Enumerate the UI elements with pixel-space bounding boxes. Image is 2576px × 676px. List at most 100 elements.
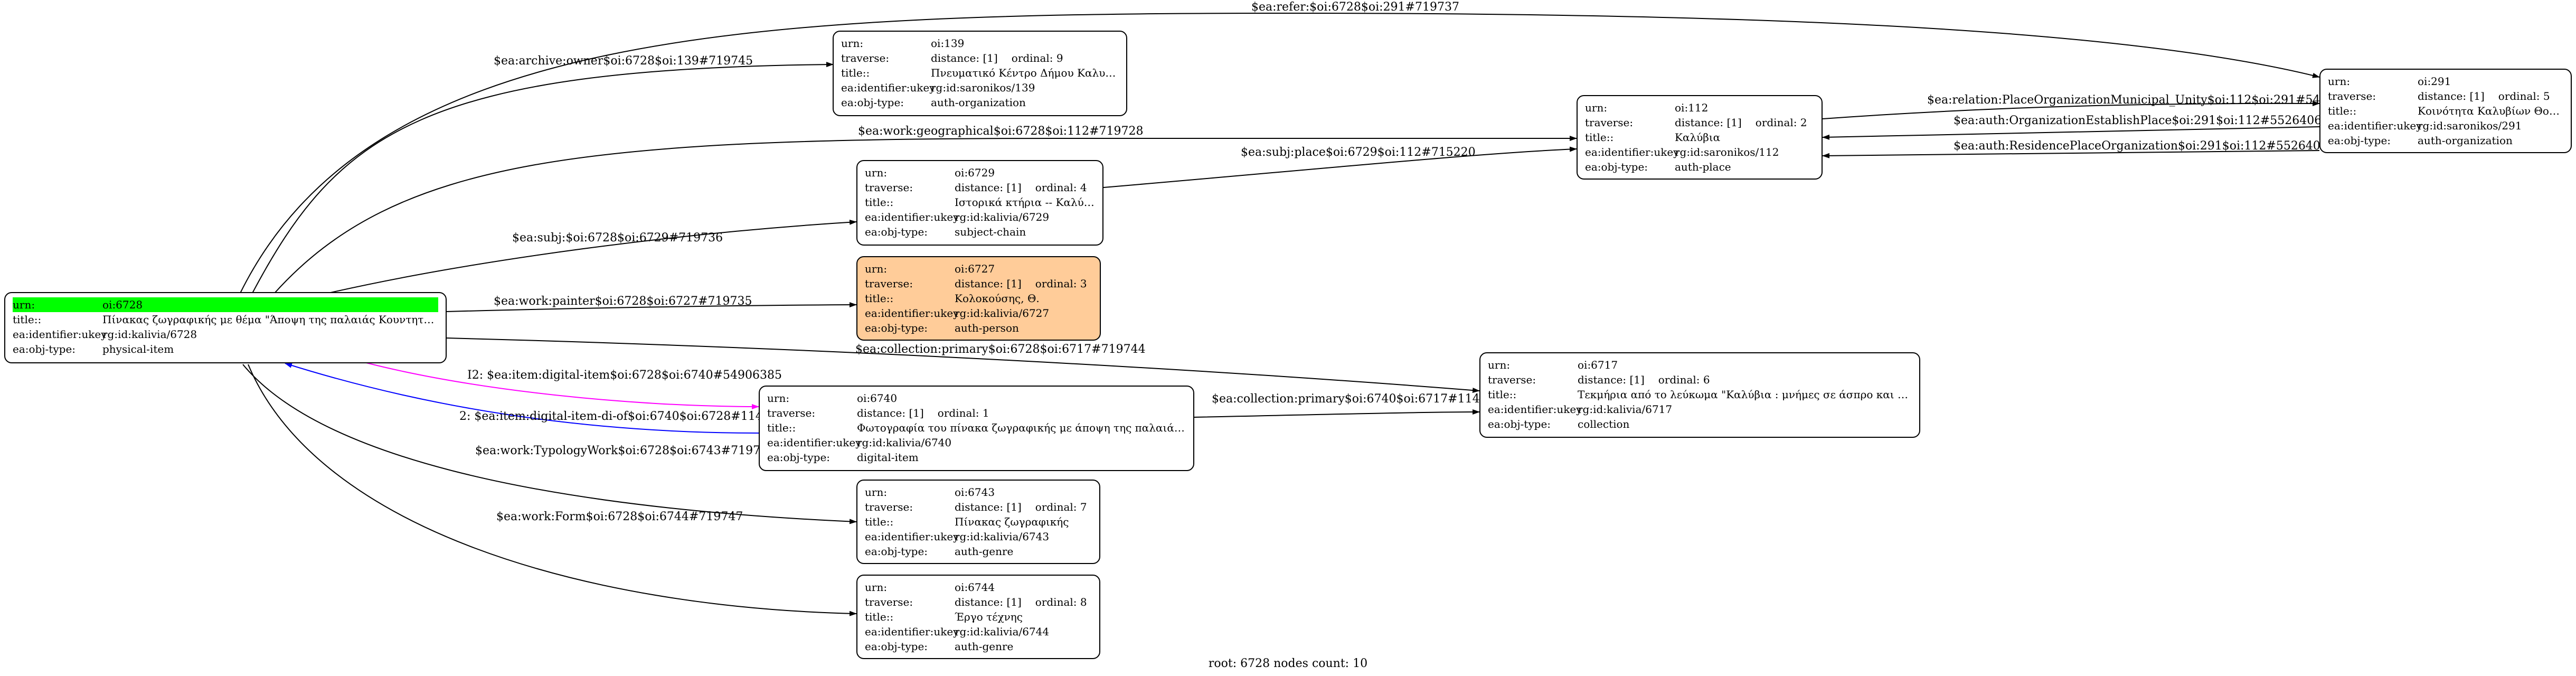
edge-label-work-form: $ea:work:Form$oi:6728$oi:6744#719747 [496, 510, 743, 523]
ukey-key: ea:identifier:ukey [767, 436, 862, 449]
distance-value: distance: [1] [857, 407, 924, 419]
traverse-key: traverse: [865, 181, 913, 194]
type-key: ea:obj-type: [865, 226, 928, 238]
node-6717[interactable]: urn:oi:6717 traverse:distance: [1]ordina… [1479, 352, 1920, 438]
title-key: title:: [865, 515, 894, 528]
edge-collection-primary-6740 [1194, 409, 1480, 418]
title-key: title:: [1585, 131, 1614, 144]
ukey-key: ea:identifier:ukey [2328, 119, 2422, 132]
ukey-value: rg:id:kalivia/6729 [955, 211, 1050, 223]
urn-key: urn: [865, 486, 888, 499]
ukey-value: rg:id:saronikos/291 [2418, 119, 2522, 132]
type-value: auth-person [955, 322, 1019, 334]
edge-work-geographical [274, 136, 1577, 294]
urn-key: urn: [865, 262, 888, 275]
urn-value: oi:291 [2418, 75, 2451, 88]
edge-work-painter [446, 302, 857, 312]
edge-label-item-digital: I2: $ea:item:digital-item$oi:6728$oi:674… [467, 369, 782, 382]
node-6744[interactable]: urn:oi:6744 traverse:distance: [1]ordina… [856, 575, 1100, 659]
type-value: digital-item [857, 451, 919, 464]
edge-label-subj-place: $ea:subj:place$oi:6729$oi:112#715220 [1241, 146, 1476, 159]
edge-label-work-geographical: $ea:work:geographical$oi:6728$oi:112#719… [858, 125, 1143, 138]
urn-key: urn: [841, 37, 864, 50]
edge-work-form [248, 364, 857, 616]
type-key: ea:obj-type: [841, 96, 904, 109]
node-6740[interactable]: urn:oi:6740 traverse:distance: [1]ordina… [759, 386, 1194, 471]
distance-value: distance: [1] [955, 277, 1022, 290]
edge-refer [240, 12, 2320, 294]
node-6743[interactable]: urn:oi:6743 traverse:distance: [1]ordina… [856, 480, 1100, 564]
urn-key: urn: [865, 166, 888, 179]
title-value: Κολοκούσης, Θ. [955, 292, 1040, 305]
ordinal-value: ordinal: 3 [1035, 277, 1087, 290]
edge-auth-residence [1822, 150, 2320, 158]
distance-value: distance: [1] [955, 596, 1022, 608]
ordinal-value: ordinal: 6 [1658, 373, 1710, 386]
urn-key: urn: [767, 392, 790, 405]
title-value: Έργο τέχνης [955, 611, 1023, 623]
urn-value: oi:6743 [955, 486, 995, 499]
ukey-key: ea:identifier:ukey [13, 328, 107, 341]
edge-label-item-digital-of: 2: $ea:item:digital-item-di-of$oi:6740$o… [459, 410, 792, 423]
node-6727[interactable]: urn:oi:6727 traverse:distance: [1]ordina… [856, 256, 1101, 341]
edge-label-relation-place-org: $ea:relation:PlaceOrganizationMunicipal_… [1927, 93, 2364, 107]
title-key: title:: [767, 421, 796, 434]
edge-label-work-typology: $ea:work:TypologyWork$oi:6728$oi:6743#71… [475, 444, 775, 457]
traverse-value: distance: [1] ordinal: 3 [955, 276, 1092, 291]
title-value: Φωτογραφία του πίνακα ζωγραφικής με άποψ… [857, 421, 1186, 434]
type-value: auth-genre [955, 545, 1014, 558]
ukey-key: ea:identifier:ukey [865, 530, 959, 543]
type-key: ea:obj-type: [865, 322, 928, 334]
traverse-value: distance: [1]ordinal: 9 [931, 51, 1119, 65]
ukey-value: rg:id:kalivia/6717 [1578, 403, 1673, 416]
traverse-value: distance: [1]ordinal: 6 [1578, 372, 1912, 387]
traverse-value: distance: [1] ordinal: 8 [955, 595, 1092, 609]
ordinal-value: ordinal: 9 [1011, 52, 1063, 64]
urn-key: urn: [13, 298, 35, 311]
ukey-value: rg:id:kalivia/6740 [857, 436, 952, 449]
title-value: Κοινότητα Καλυβίων Θορικού [2418, 105, 2563, 117]
traverse-key: traverse: [2328, 90, 2376, 102]
edge-label-collection-primary-6728: $ea:collection:primary$oi:6728$oi:6717#7… [855, 343, 1146, 356]
title-key: title:: [1488, 388, 1517, 401]
urn-key: urn: [1488, 359, 1511, 371]
node-291[interactable]: urn: oi:291 traverse: distance: [1]ordinal… [2319, 69, 2572, 153]
title-key: title:: [865, 611, 894, 623]
distance-value: distance: [1] [955, 501, 1022, 513]
type-value: auth-place [1675, 161, 1731, 173]
ordinal-value: ordinal: 8 [1035, 596, 1087, 608]
edge-label-refer: $ea:refer:$oi:6728$oi:291#719737 [1251, 1, 1459, 14]
urn-key: urn: [1585, 101, 1608, 114]
ukey-value: rg:id:saronikos/139 [931, 81, 1035, 94]
urn-value: oi:112 [1675, 101, 1709, 114]
traverse-key: traverse: [865, 501, 913, 513]
traverse-key: traverse: [865, 596, 913, 608]
node-6729[interactable]: urn:oi:6729 traverse:distance: [1]ordina… [856, 160, 1103, 246]
node-112[interactable]: urn:oi:112 traverse:distance: [1]ordinal… [1577, 95, 1823, 180]
ukey-value: rg:id:kalivia/6727 [955, 307, 1050, 320]
node-139[interactable]: urn:oi:139 traverse:distance: [1]ordinal… [833, 31, 1127, 116]
edge-subj-place [1103, 146, 1577, 188]
edge-label-auth-residence: $ea:auth:ResidencePlaceOrganization$oi:2… [1954, 139, 2335, 153]
title-value: Πίνακας ζωγραφικής [955, 515, 1069, 528]
node-6728[interactable]: urn:oi:6728 title::Πίνακας ζωγραφικής με… [4, 292, 447, 363]
title-value: Καλύβια [1675, 131, 1721, 144]
edge-collection-primary-6728 [446, 337, 1480, 393]
ukey-value: rg:id:kalivia/6728 [102, 328, 197, 341]
ukey-value: rg:id:kalivia/6744 [955, 625, 1050, 638]
edge-label-archive-owner: $ea:archive:owner$oi:6728$oi:139#719745 [494, 54, 753, 68]
edge-label-subj: $ea:subj:$oi:6728$oi:6729#719736 [512, 231, 723, 245]
urn-key: urn: [2328, 75, 2351, 88]
distance-value: distance: [1] [1675, 116, 1742, 129]
traverse-value: distance: [1]ordinal: 5 [2418, 89, 2563, 104]
type-value: physical-item [102, 343, 174, 355]
title-key: title:: [865, 292, 894, 305]
traverse-key: traverse: [767, 407, 816, 419]
ukey-key: ea:identifier:ukey [865, 307, 959, 320]
ordinal-value: ordinal: 5 [2498, 90, 2550, 102]
traverse-key: traverse: [841, 52, 890, 64]
type-value: auth-genre [955, 640, 1014, 653]
type-value: auth-organization [2418, 134, 2513, 147]
